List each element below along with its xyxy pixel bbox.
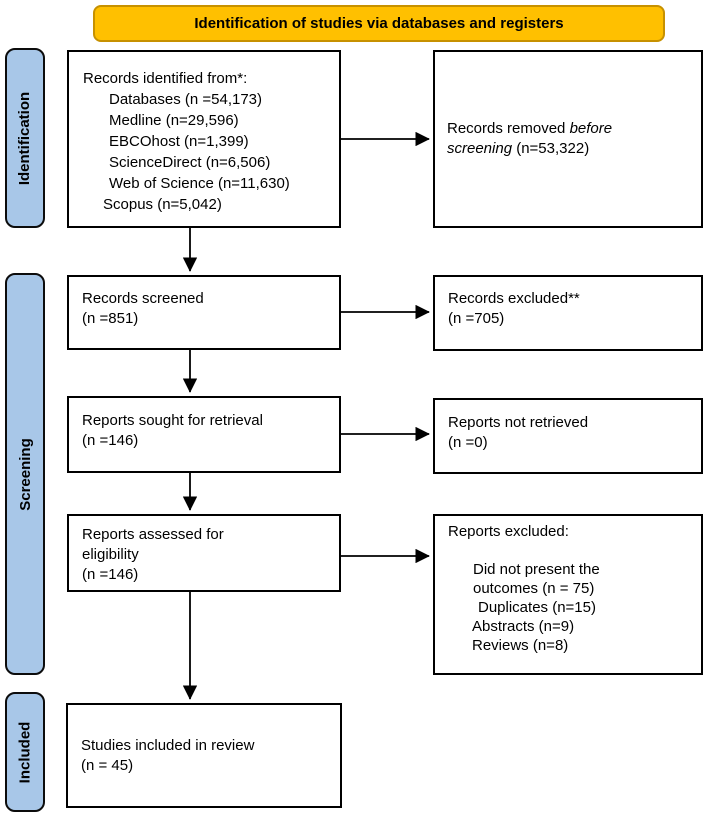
- box-records-identified: Records identified from*: Databases (n =…: [67, 50, 341, 228]
- reason-did-not-present: Did not present the: [473, 561, 600, 578]
- reports-not-retrieved-line1: Reports not retrieved: [448, 414, 589, 431]
- studies-included-text: Studies included in review (n = 45): [81, 736, 254, 776]
- reports-excluded-title: Reports excluded:: [448, 523, 569, 540]
- records-removed-italic: before screening: [447, 120, 613, 157]
- records-screened-line2: (n =851): [82, 310, 139, 327]
- reports-sought-line1: Reports sought for retrieval: [82, 412, 263, 429]
- studies-included-line2: (n = 45): [81, 756, 134, 774]
- reports-assessed-line2: eligibility: [82, 546, 139, 563]
- records-removed-normal2: (n=53,322): [512, 140, 590, 157]
- reports-sought-line2: (n =146): [82, 432, 139, 449]
- source-scopus: Scopus (n=5,042): [103, 196, 222, 213]
- reports-assessed-line3: (n =146): [82, 566, 139, 583]
- reports-not-retrieved-line2: (n =0): [448, 434, 488, 451]
- source-sciencedirect: ScienceDirect (n=6,506): [109, 154, 271, 171]
- box-reports-assessed: Reports assessed for eligibility (n =146…: [67, 514, 341, 592]
- box-reports-sought: Reports sought for retrieval (n =146): [67, 396, 341, 473]
- banner-label: Identification of studies via databases …: [194, 15, 564, 32]
- stage-label-screening: Screening: [16, 437, 34, 511]
- reason-reviews: Reviews (n=8): [472, 637, 569, 654]
- source-ebcohost: EBCOhost (n=1,399): [109, 133, 249, 150]
- box-records-excluded: Records excluded** (n =705): [433, 275, 703, 351]
- reports-assessed-line1: Reports assessed for: [82, 526, 224, 543]
- reason-outcomes: outcomes (n = 75): [473, 580, 595, 597]
- reason-duplicates: Duplicates (n=15): [478, 599, 596, 616]
- banner-identification-via-databases: Identification of studies via databases …: [93, 5, 665, 42]
- stage-label-identification: Identification: [16, 91, 34, 185]
- stage-bar-screening: Screening: [5, 273, 45, 675]
- stage-bar-identification: Identification: [5, 48, 45, 228]
- reason-abstracts: Abstracts (n=9): [472, 618, 575, 635]
- records-screened-line1: Records screened: [82, 290, 204, 307]
- records-excluded-line1: Records excluded**: [448, 290, 580, 307]
- box-records-screened: Records screened (n =851): [67, 275, 341, 350]
- stage-bar-included: Included: [5, 692, 45, 812]
- records-removed-normal1: Records removed: [447, 120, 570, 137]
- records-identified-title: Records identified from*:: [83, 70, 248, 87]
- box-studies-included: Studies included in review (n = 45): [66, 703, 342, 808]
- records-excluded-line2: (n =705): [448, 310, 505, 327]
- source-medline: Medline (n=29,596): [109, 112, 239, 129]
- box-records-removed: Records removed before screening (n=53,3…: [433, 50, 703, 228]
- records-removed-text: Records removed before screening (n=53,3…: [447, 119, 662, 159]
- stage-label-included: Included: [16, 721, 34, 783]
- source-databases: Databases (n =54,173): [109, 91, 263, 108]
- box-reports-excluded: Reports excluded: Did not present the ou…: [433, 514, 703, 675]
- reports-excluded-spacer: [448, 541, 695, 560]
- studies-included-line1: Studies included in review: [81, 736, 255, 754]
- box-reports-not-retrieved: Reports not retrieved (n =0): [433, 398, 703, 474]
- source-webofscience: Web of Science (n=11,630): [109, 175, 290, 192]
